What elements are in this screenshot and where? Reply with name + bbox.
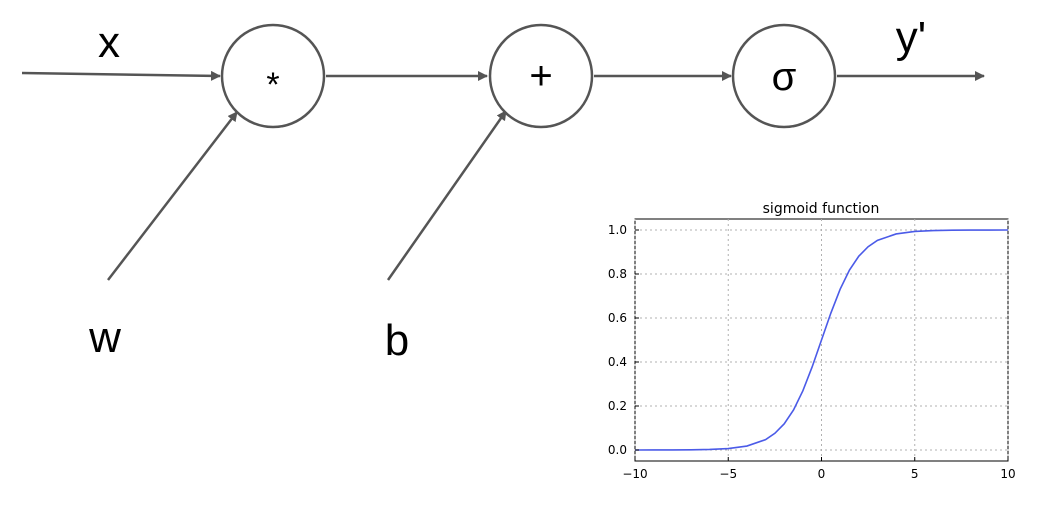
y-tick-label: 0.4: [608, 355, 627, 369]
x-tick-label: −5: [719, 467, 737, 481]
sigmoid-curve: [634, 229, 1009, 451]
x-tick-label: 0: [818, 467, 826, 481]
chart-title: sigmoid function: [763, 201, 880, 217]
x-tick-label: 10: [1000, 467, 1015, 481]
grid-lines: [634, 219, 1009, 461]
sigmoid-node: [731, 23, 837, 129]
y-tick-label: 0.8: [608, 267, 627, 281]
x-tick-label: 5: [911, 467, 919, 481]
add-operator-label: +: [529, 54, 552, 98]
axis-ticks: −10 −5 0 5 10 0.0 0.2 0.4 0.6 0.8 1.0: [608, 223, 1016, 481]
y-tick-label: 0.0: [608, 443, 627, 457]
sigmoid-operator-label: σ: [772, 55, 797, 99]
input-b-label: b: [385, 316, 409, 365]
add-node: [488, 23, 594, 129]
y-tick-label: 1.0: [608, 223, 627, 237]
y-tick-label: 0.2: [608, 399, 627, 413]
input-w-label: w: [88, 313, 121, 362]
edge-x-to-multiply: [21, 70, 221, 81]
sigmoid-chart: sigmoid function −10 −5 0 5 10 0.0 0.2 0.4 0.6 0.…: [608, 201, 1016, 481]
input-x-label: x: [98, 18, 120, 67]
edge-b-to-add: [386, 110, 508, 281]
multiply-operator-label: *: [266, 66, 279, 104]
multiply-node: [220, 23, 326, 129]
edge-w-to-multiply: [107, 111, 238, 281]
y-tick-label: 0.6: [608, 311, 627, 325]
output-y-label: y': [896, 13, 926, 62]
x-tick-label: −10: [622, 467, 647, 481]
